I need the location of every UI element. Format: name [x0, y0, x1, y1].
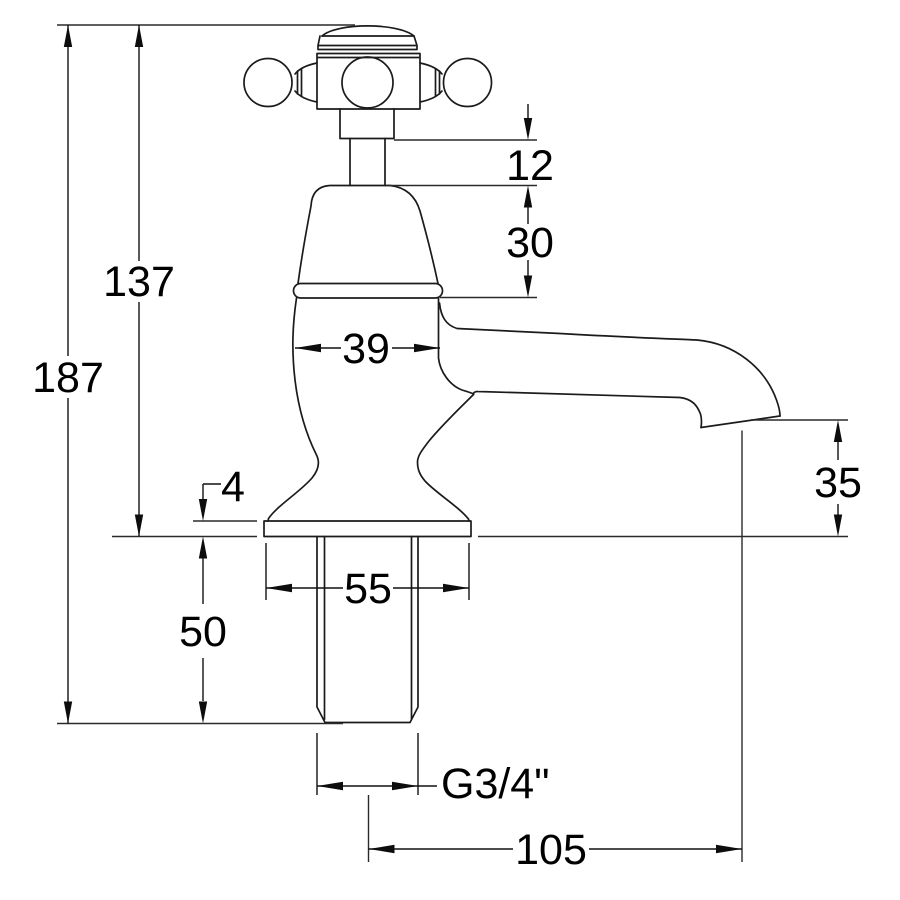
handle-dome-bands [317, 35, 418, 51]
arrow-down-icon [523, 275, 533, 298]
arrow-up-icon [198, 536, 208, 559]
dim-body-width: 39 [295, 325, 440, 373]
dim-label-body-width: 39 [342, 325, 390, 373]
dim-spindle-exposed: 12 [506, 104, 554, 190]
dim-spout-reach: 105 [368, 826, 742, 874]
spout-bottom-edge [472, 390, 703, 429]
handle-dome [321, 25, 415, 37]
dim-bonnet-height: 30 [506, 185, 554, 298]
faucet-outline [243, 25, 781, 724]
handle-hub [316, 52, 421, 110]
arrow-down-icon [134, 514, 144, 537]
handle-stem-block [339, 108, 395, 140]
arrow-down-icon [198, 499, 208, 521]
dim-thread-size: G3/4" [316, 733, 550, 808]
handle-left-ball [243, 57, 293, 108]
arrow-left-icon [266, 583, 292, 593]
arrow-up-icon [134, 25, 144, 47]
dim-label-outlet-height: 35 [814, 459, 862, 507]
threaded-tail [316, 535, 419, 724]
dim-label-base-thickness: 4 [221, 463, 245, 511]
arrow-left-icon [368, 844, 395, 854]
dim-label-tail-length: 50 [179, 608, 227, 656]
arrow-down-icon [523, 118, 533, 140]
arrow-right-icon [716, 844, 742, 854]
dim-base-width: 55 [265, 543, 470, 613]
arrow-right-icon [414, 343, 440, 353]
spout-outlet-face [700, 415, 781, 429]
dim-base-thickness: 4 [198, 463, 245, 559]
arrow-left-icon [295, 343, 321, 353]
arrow-down-icon [63, 701, 73, 724]
dim-overall-height: 187 [32, 25, 104, 724]
body-right-profile [416, 393, 475, 522]
body-right-edge [437, 297, 475, 395]
dim-label-base-width: 55 [344, 565, 392, 613]
handle-front-ball [341, 56, 394, 109]
arrow-left-icon [317, 781, 343, 791]
spout-top-edge [438, 302, 781, 417]
arrow-down-icon [198, 701, 208, 724]
arrow-right-icon [443, 583, 469, 593]
dim-label-overall-height: 187 [32, 354, 104, 402]
handle-left-neck [294, 62, 318, 103]
base-plate [263, 520, 472, 538]
dim-tail-length: 50 [179, 558, 227, 724]
dim-label-thread-size: G3/4" [441, 760, 550, 808]
dim-label-spout-reach: 105 [515, 826, 587, 874]
arrow-down-icon [833, 514, 843, 537]
handle-right-neck [419, 62, 443, 103]
dim-label-spindle-exposed: 12 [506, 142, 554, 190]
spindle [349, 137, 386, 187]
body-left-profile [267, 297, 320, 522]
bonnet-bell [297, 184, 439, 285]
reference-lines [57, 24, 848, 862]
handle-right-ball [442, 57, 493, 108]
dim-outlet-height: 35 [814, 420, 862, 537]
arrow-right-icon [392, 781, 418, 791]
dim-deck-to-top: 137 [103, 25, 175, 537]
bonnet-bead [292, 282, 444, 299]
dim-label-bonnet-height: 30 [506, 219, 554, 267]
arrow-up-icon [523, 185, 533, 208]
dim-label-deck-to-top: 137 [103, 258, 175, 306]
arrow-up-icon [833, 420, 843, 442]
arrow-up-icon [63, 25, 73, 47]
